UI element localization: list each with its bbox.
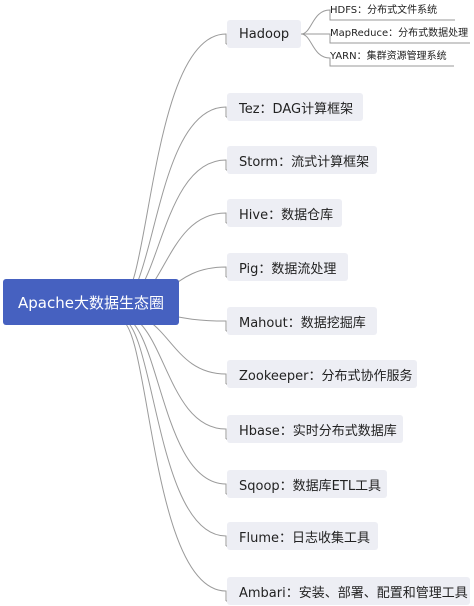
branch-node-sqoop[interactable]: Sqoop：数据库ETL工具	[227, 470, 387, 498]
branch-node-tez[interactable]: Tez：DAG计算框架	[227, 93, 363, 121]
branch-node-hbase[interactable]: Hbase：实时分布式数据库	[227, 415, 403, 443]
branch-node-hadoop[interactable]: Hadoop	[227, 20, 301, 48]
branch-node-hive[interactable]: Hive：数据仓库	[227, 199, 342, 227]
root-node[interactable]: Apache大数据生态圈	[3, 279, 179, 325]
branch-node-storm[interactable]: Storm：流式计算框架	[227, 146, 377, 174]
branch-node-mahout[interactable]: Mahout：数据挖掘库	[227, 307, 377, 335]
leaf-node-hdfs[interactable]: HDFS：分布式文件系统	[330, 5, 438, 16]
branch-node-flume[interactable]: Flume：日志收集工具	[227, 522, 378, 550]
branch-node-pig[interactable]: Pig：数据流处理	[227, 253, 348, 281]
connector-hadoop	[119, 33, 227, 301]
connector-mapreduce	[301, 33, 470, 44]
connector-sqoop	[119, 315, 227, 494]
branch-node-zookeeper[interactable]: Zookeeper：分布式协作服务	[227, 360, 417, 388]
leaf-node-yarn[interactable]: YARN：集群资源管理系统	[330, 51, 447, 62]
connector-tez	[119, 106, 227, 303]
leaf-node-mapreduce[interactable]: MapReduce：分布式数据处理	[330, 28, 469, 39]
connector-flume	[119, 317, 227, 546]
connector-yarn	[300, 33, 454, 67]
connector-hbase	[119, 313, 227, 439]
branch-node-ambari[interactable]: Ambari：安装、部署、配置和管理工具	[227, 577, 470, 605]
connector-hdfs	[300, 9, 455, 35]
connector-ambari	[119, 319, 227, 601]
